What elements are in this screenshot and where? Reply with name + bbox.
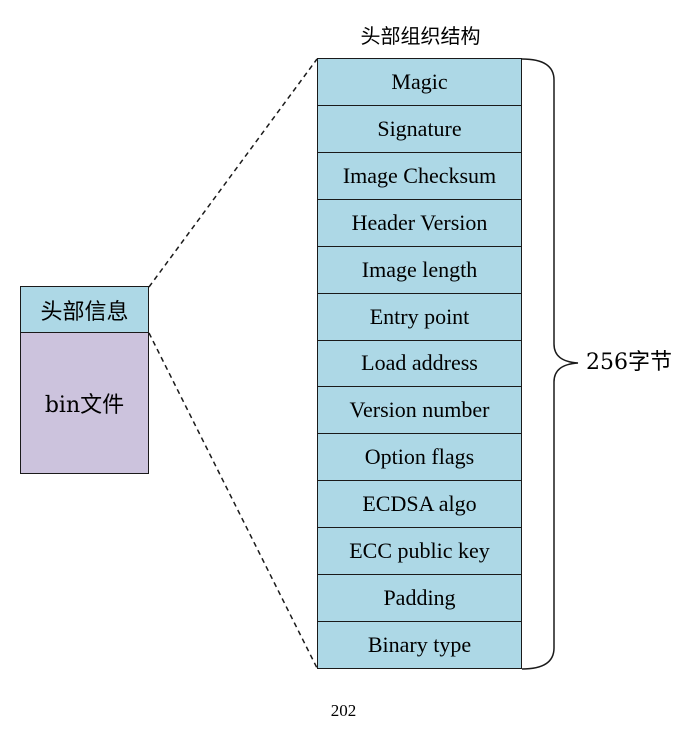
page-number: 202 — [330, 701, 357, 720]
size-label: 256字节 — [586, 350, 672, 375]
size-brace — [521, 58, 579, 670]
bin-file-block: 头部信息 bin文件 — [20, 286, 149, 474]
file-body-label: bin文件 — [44, 393, 125, 418]
file-header-section: 头部信息 — [21, 287, 148, 333]
header-field: Version number — [318, 386, 521, 434]
header-field: Binary type — [318, 621, 521, 668]
header-field: ECDSA algo — [318, 480, 521, 528]
header-field: Load address — [318, 339, 521, 387]
header-field: Image length — [318, 245, 521, 293]
file-body-section: bin文件 — [21, 333, 148, 473]
expand-line-bottom — [148, 332, 318, 669]
structure-caption: 头部组织结构 — [360, 24, 481, 48]
header-field: Magic — [318, 59, 521, 105]
header-field: Header Version — [318, 198, 521, 246]
header-field: Entry point — [318, 292, 521, 340]
header-field-stack: Magic Signature Image Checksum Header Ve… — [317, 58, 522, 669]
header-field: Option flags — [318, 433, 521, 481]
header-field: Image Checksum — [318, 151, 521, 199]
header-field: Signature — [318, 104, 521, 152]
header-field: Padding — [318, 574, 521, 622]
header-field: ECC public key — [318, 527, 521, 575]
expand-line-top — [148, 58, 318, 288]
